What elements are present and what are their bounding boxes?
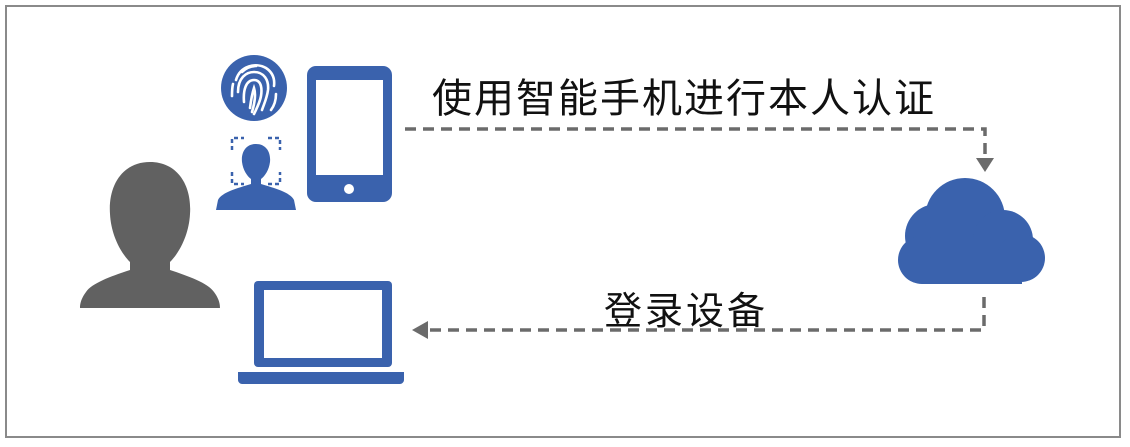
person-silhouette-icon [80,162,220,308]
phone-auth-label: 使用智能手机进行本人认证 [432,76,936,122]
diagram-border [5,5,1121,438]
arrowhead-to-cloud [976,158,994,172]
arrow-cloud-to-laptop [425,297,986,332]
fingerprint-icon [221,55,287,121]
laptop-icon [238,281,404,384]
smartphone-icon [307,66,392,202]
login-device-label: 登录设备 [604,289,769,333]
cloud-icon [898,178,1045,284]
arrowhead-to-laptop [412,321,428,339]
face-recognition-icon [216,136,296,210]
arrow-phone-to-cloud [405,127,987,160]
